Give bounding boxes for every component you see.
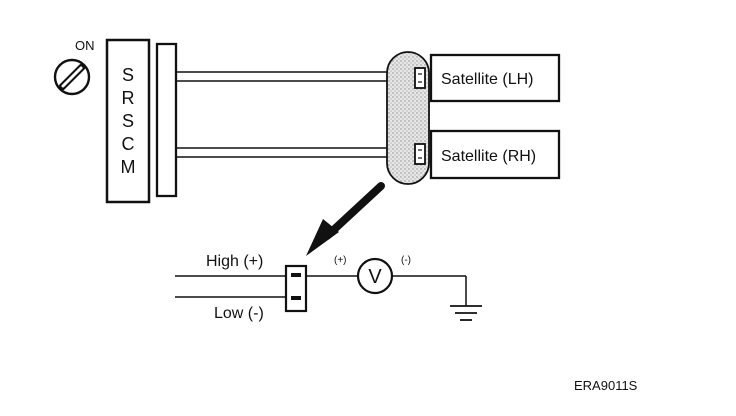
harness-wires [176,71,416,158]
pointer-arrow-icon [306,182,385,256]
ground-icon [450,305,482,321]
lh-connector [414,67,426,89]
rh-connector [414,143,426,165]
test-circuit: High (+) Low (-) (+) V (-) [175,253,482,322]
satellite-rh-label: Satellite (RH) [441,148,536,165]
ignition-on-label: ON [75,38,95,53]
ignition-switch: ON [53,38,95,96]
module-connector [155,42,178,198]
voltmeter-symbol: V [368,266,382,288]
srscm-module: S R S C M [105,38,178,204]
module-letter: M [121,157,136,177]
satellite-connector-group [386,51,430,185]
module-letter: S [122,111,134,131]
satellite-lh: Satellite (LH) [429,53,561,103]
satellite-rh: Satellite (RH) [429,129,561,180]
probe-negative-label: (-) [401,255,411,266]
low-terminal-label: Low (-) [214,305,264,322]
satellite-lh-label: Satellite (LH) [441,71,533,88]
figure-code: ERA9011S [574,378,638,393]
probe-positive-label: (+) [334,255,347,266]
high-terminal-label: High (+) [206,253,263,270]
module-letter: R [122,88,135,108]
module-letter: S [122,65,134,85]
module-letter: C [122,134,135,154]
test-connector [284,264,308,313]
